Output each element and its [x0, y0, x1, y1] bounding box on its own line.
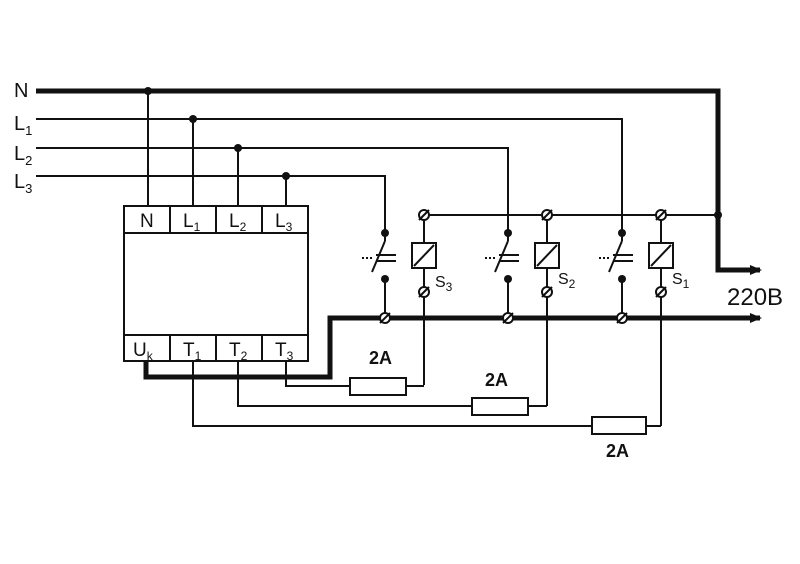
t3-control-wire — [285, 361, 350, 387]
fuse-s2 — [471, 397, 529, 416]
terminal-uk: Uk — [133, 340, 154, 363]
terminal-l2: L2 — [229, 211, 247, 234]
terminal-n: N — [140, 211, 154, 232]
junction-dot — [189, 115, 197, 123]
neutral-bus — [36, 88, 762, 275]
junction-dot — [234, 144, 242, 152]
fuse-s3 — [349, 377, 407, 396]
terminal-t2: T2 — [229, 340, 248, 363]
junction-dot — [714, 211, 722, 219]
output-bus — [143, 313, 762, 380]
junction-dot — [282, 172, 290, 180]
fuse-s3-rating: 2A — [369, 348, 392, 368]
line-label-l2: L2 — [14, 143, 32, 168]
fuse-s2-rating: 2A — [485, 370, 508, 390]
contactor-s3-label: S3 — [435, 274, 453, 294]
terminal-t1: T1 — [183, 340, 202, 363]
screw-terminals — [379, 209, 667, 324]
l3-wire — [36, 175, 386, 233]
line-label-n: N — [14, 80, 28, 102]
fuse-s1 — [591, 416, 647, 435]
t1-control-wire — [192, 361, 592, 427]
terminal-l1: L1 — [183, 211, 201, 234]
l1-wire — [36, 118, 623, 233]
junction-dot — [144, 87, 152, 95]
terminal-t3: T3 — [275, 340, 294, 363]
line-label-l3: L3 — [14, 171, 32, 196]
output-voltage-label: 220B — [727, 284, 783, 311]
fuse-s1-rating: 2A — [606, 441, 629, 461]
contactor-s2-label: S2 — [558, 271, 576, 291]
line-label-l1: L1 — [14, 113, 32, 138]
contactor-s1-label: S1 — [672, 271, 690, 291]
t2-control-wire — [237, 361, 472, 407]
terminal-l3: L3 — [275, 211, 293, 234]
